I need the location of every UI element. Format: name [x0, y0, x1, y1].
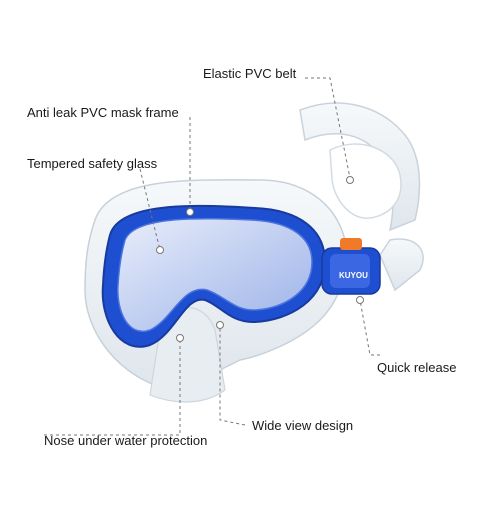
glass-leader-line — [139, 168, 161, 251]
belt-endpoint — [346, 176, 354, 184]
label-tempered-glass: Tempered safety glass — [27, 156, 158, 171]
frame-endpoint — [186, 208, 194, 216]
glass-endpoint — [156, 246, 164, 254]
quick-release-buckle: KUYOU — [321, 238, 381, 295]
view-leader-line — [219, 325, 246, 426]
leader-lines — [44, 77, 380, 436]
label-mask-frame: Anti leak PVC mask frame — [27, 105, 179, 120]
elastic-belt — [299, 102, 424, 292]
label-nose-protection: Nose under water protection — [44, 433, 208, 448]
nose-endpoint — [176, 334, 184, 342]
view-endpoint — [216, 321, 224, 329]
leader-endpoints — [156, 176, 364, 342]
nose-leader-line — [44, 338, 181, 436]
release-endpoint — [356, 296, 364, 304]
label-elastic-belt: Elastic PVC belt — [203, 66, 297, 81]
label-quick-release: Quick release — [377, 360, 457, 375]
label-wide-view: Wide view design — [252, 418, 354, 433]
release-leader-line — [359, 299, 380, 356]
brand-logo: KUYOU — [339, 271, 368, 280]
belt-leader-line — [305, 77, 351, 179]
